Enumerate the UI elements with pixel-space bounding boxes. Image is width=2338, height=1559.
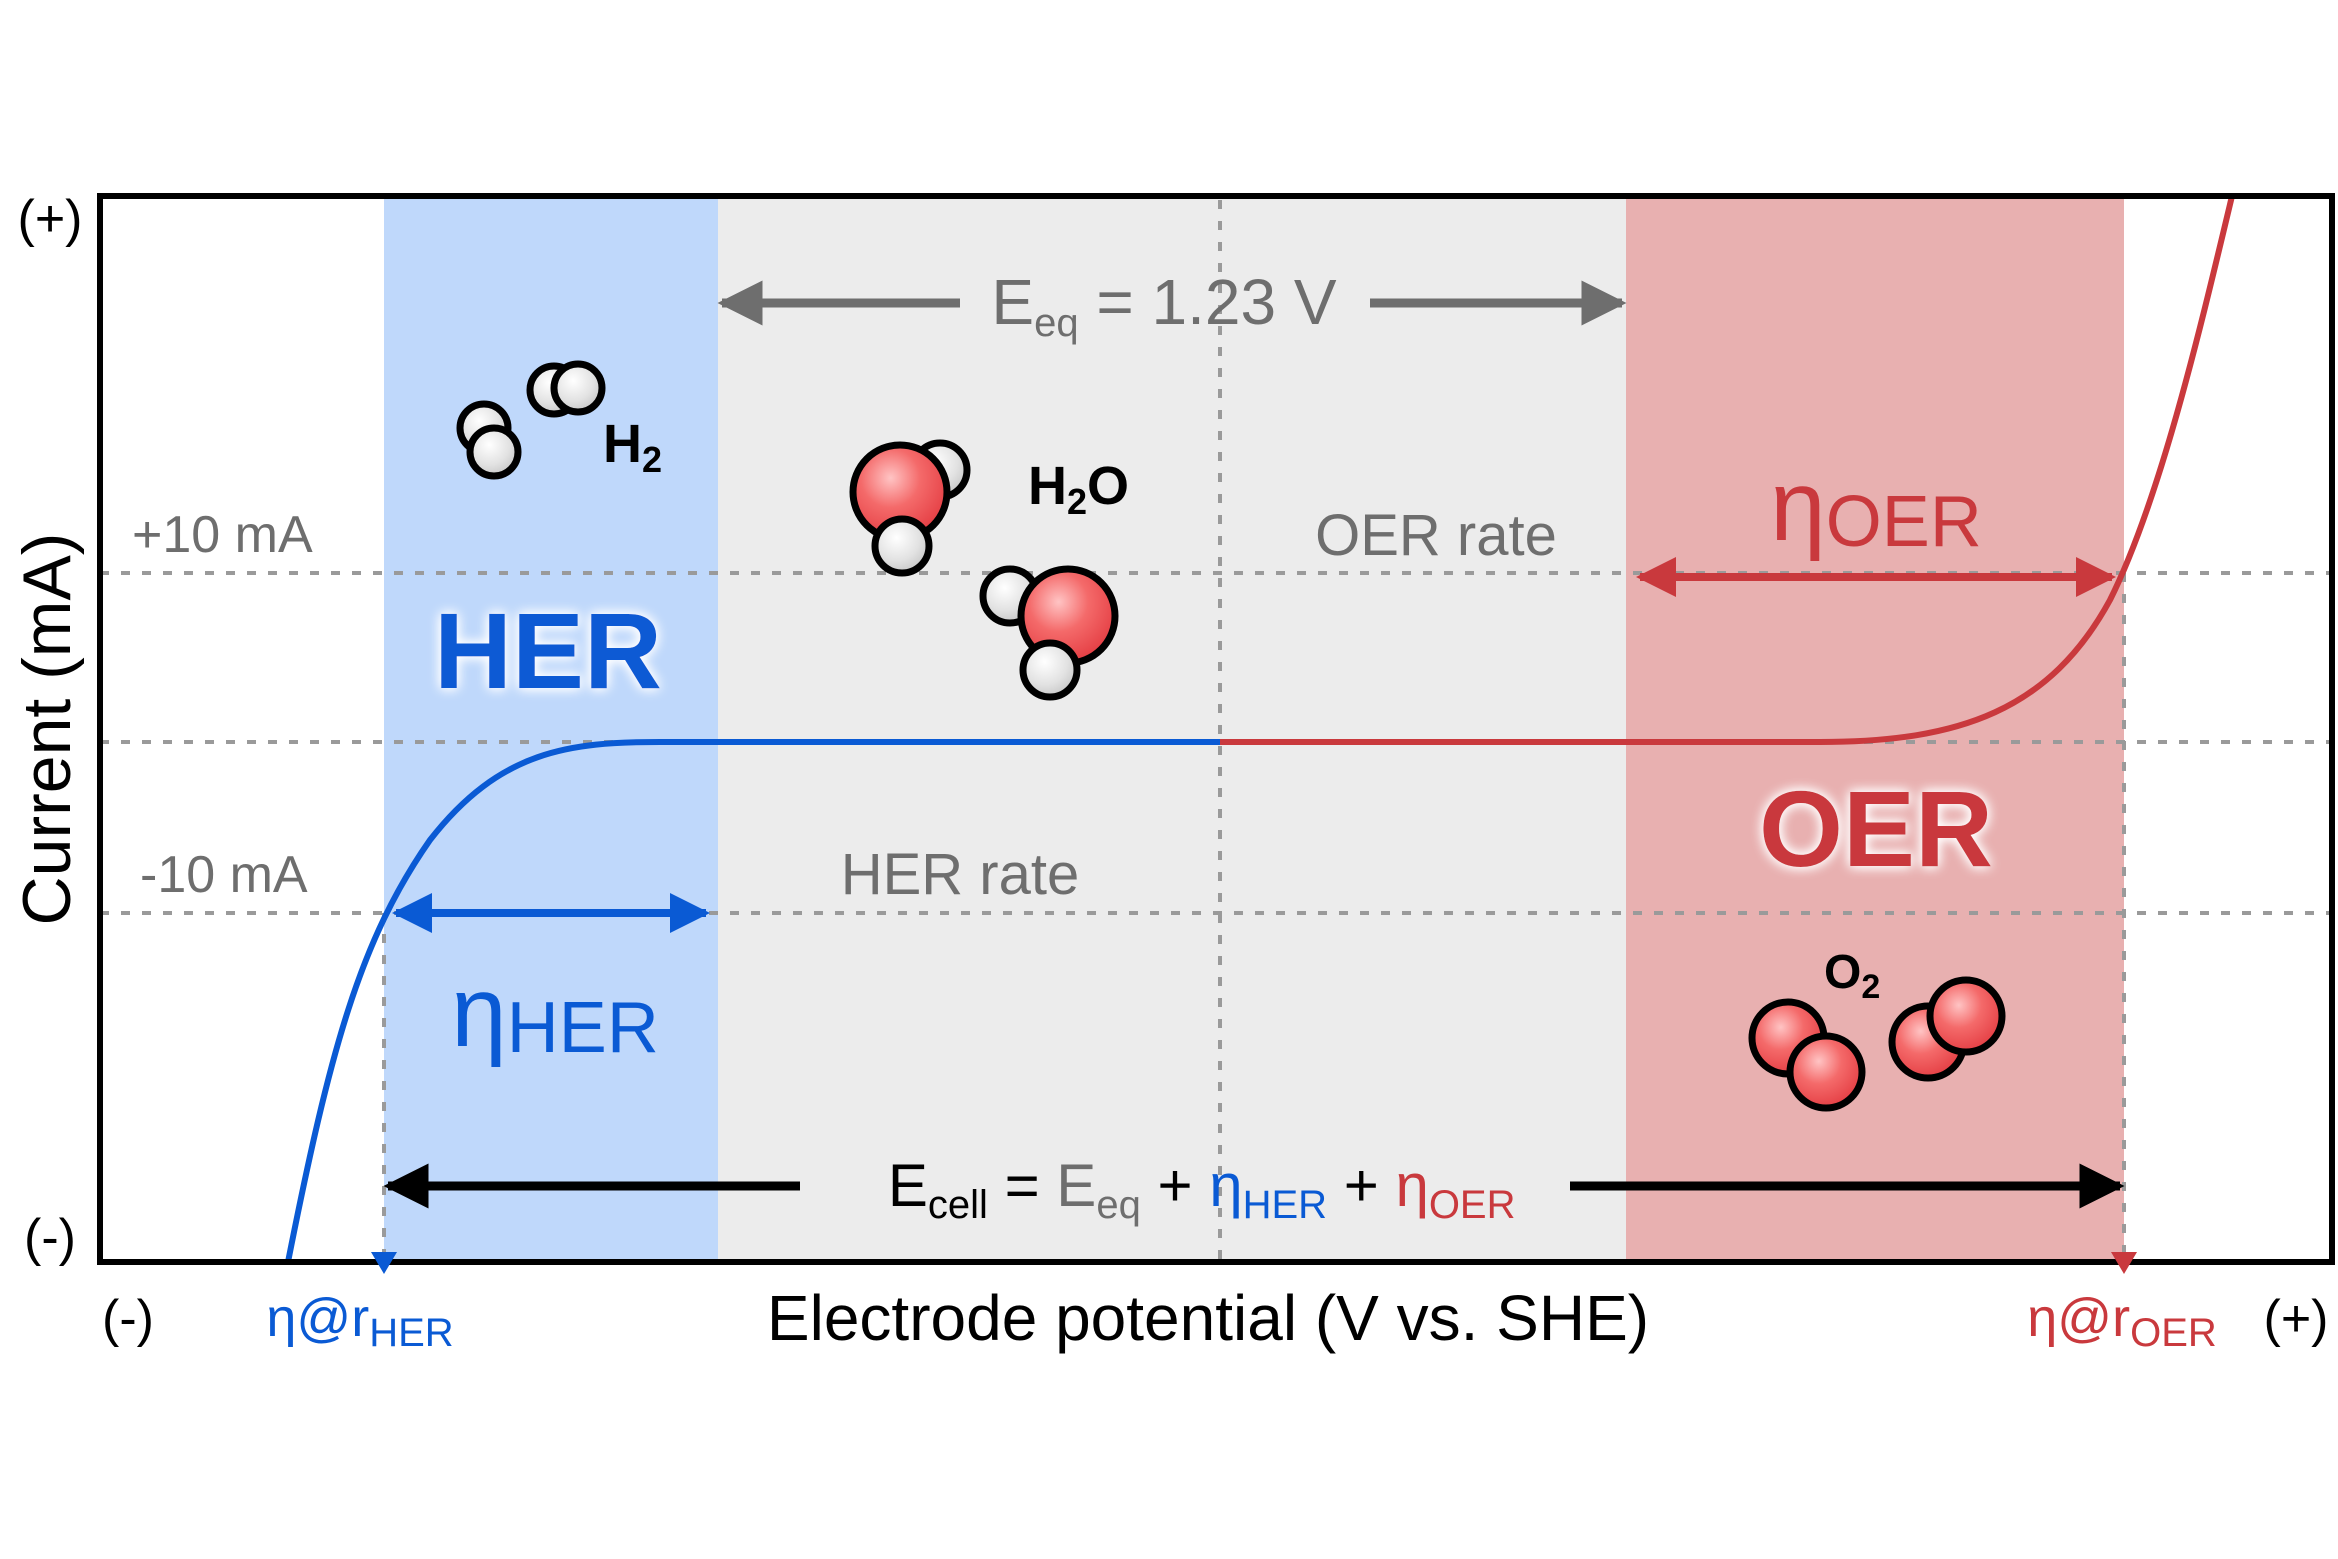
o2-formula: O2 [1824, 946, 1880, 1006]
her-rate-label: HER rate [841, 842, 1080, 907]
eta-her-label: ηHER [451, 956, 659, 1068]
oer-current-curve [1220, 195, 2235, 745]
h2o-formula: H2O [1028, 456, 1129, 522]
x-axis-positive-label: (+) [2264, 1290, 2329, 1348]
her-onset-marker [371, 1252, 397, 1274]
o2-molecule-icon-1 [1748, 998, 1866, 1112]
h2o-molecule-icon-2 [979, 565, 1119, 701]
her-current-curve [285, 739, 1220, 1263]
her-region-title: HER [434, 590, 662, 711]
oer-onset-label: η@rOER [2027, 1288, 2217, 1355]
x-axis-title: Electrode potential (V vs. SHE) [767, 1282, 1649, 1354]
h2-molecule-icon [456, 360, 606, 480]
ecell-equation: Ecell = Eeq + ηHER + ηOER [804, 1152, 1565, 1231]
h2o-molecule-icon-1 [849, 439, 971, 577]
eta-oer-label: ηOER [1770, 450, 1982, 562]
oer-onset-marker [2111, 1252, 2137, 1274]
oer-rate-label: OER rate [1315, 503, 1557, 568]
y-axis-title: Current (mA) [9, 533, 85, 926]
oer-region-title: OER [1759, 768, 1993, 889]
y-axis-negative-label: (-) [24, 1209, 76, 1267]
x-axis-negative-label: (-) [102, 1290, 154, 1348]
o2-molecule-icon-2 [1888, 976, 2006, 1082]
equilibrium-region-band [718, 196, 1626, 1262]
h2-formula: H2 [603, 414, 662, 480]
minus10-label: -10 mA [140, 846, 308, 904]
equilibrium-potential-label: Eeq = 1.23 V [991, 266, 1336, 345]
y-axis-positive-label: (+) [18, 190, 83, 248]
plus10-label: +10 mA [132, 506, 313, 564]
plot-frame [97, 193, 2335, 1265]
her-region-band [384, 196, 718, 1262]
oer-region-band [1626, 196, 2124, 1262]
her-onset-label: η@rHER [266, 1288, 453, 1355]
